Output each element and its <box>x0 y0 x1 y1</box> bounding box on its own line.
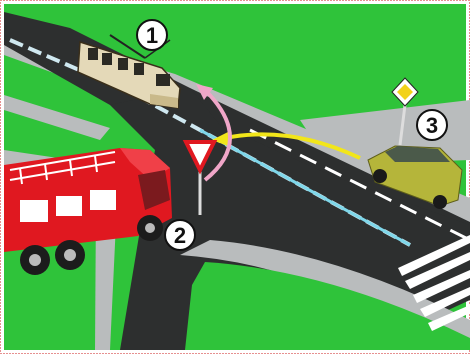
label-fire-truck: 2 <box>165 220 195 250</box>
svg-text:1: 1 <box>146 23 158 48</box>
svg-text:3: 3 <box>426 113 438 138</box>
label-tram: 1 <box>137 20 167 50</box>
label-car: 3 <box>417 110 447 140</box>
svg-text:2: 2 <box>174 223 186 248</box>
